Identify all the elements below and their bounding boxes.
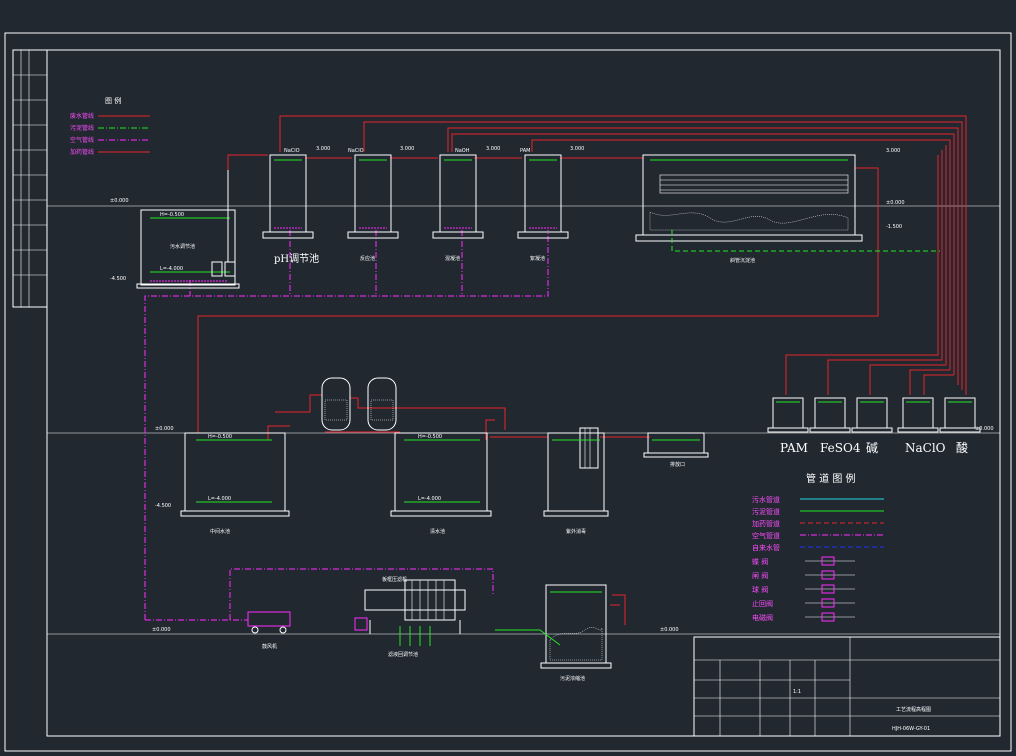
elev-bottom-ground-left: ±0.000 — [152, 627, 171, 633]
top-legend-item-3: 加药管线 — [70, 148, 94, 156]
top-legend-item-1: 污泥管线 — [70, 124, 94, 132]
sludge-tank: 污泥浓缩池 — [495, 584, 626, 682]
pipe-legend-item-2: 加药管道 — [752, 519, 780, 528]
title-block-scale: 1:1 — [793, 689, 801, 695]
collection-tank-hw: H=-0.500 — [160, 212, 184, 218]
chem-tank-4: 酸 — [956, 440, 968, 455]
dosing-tank-3-chem: PAM — [520, 148, 530, 154]
elev-mid-tank-bottom: -4.500 — [155, 503, 171, 509]
clear-tank-name: 清水池 — [430, 528, 445, 535]
chem-tank-1: FeSO4 — [820, 441, 861, 455]
dosing-tank-1-level: 3.000 — [400, 146, 414, 152]
pipe-legend-item-1: 污泥管道 — [752, 507, 780, 516]
title-block-number: HJH-06W-GY-01 — [892, 726, 930, 732]
title-block: 工艺流程高程图 HJH-06W-GY-01 1:1 — [693, 636, 1001, 737]
intermediate-tank-name: 中间水池 — [210, 528, 230, 535]
top-legend-title: 图 例 — [105, 96, 121, 105]
chem-tanks: PAM FeSO4 碱 NaClO 酸 — [767, 397, 981, 455]
sedimentation-tank: 斜管沉淀池 — [635, 154, 940, 264]
clear-tank-lw: L=-4.000 — [418, 496, 441, 502]
dosing-tank-3-name: 絮凝池 — [530, 255, 545, 262]
filter-press: 板框压滤机 滤液回调节池 — [354, 576, 466, 658]
pipe-legend: 管 道 图 例 污水管道 污泥管道 加药管道 空气管道 自来水管 蝶 阀 闸 阀… — [752, 472, 884, 622]
collection-tank-lw: L=-4.000 — [160, 266, 183, 272]
elev-bottom-ground-right: ±0.000 — [660, 627, 679, 633]
blower-name: 鼓风机 — [262, 643, 277, 650]
pipe-legend-item-3: 空气管道 — [752, 531, 780, 540]
filtrate-label: 滤液回调节池 — [388, 651, 418, 658]
sludge-tank-name: 污泥浓缩池 — [560, 675, 585, 682]
uv-channel: 紫外消毒 — [543, 427, 609, 535]
elev-top-ground-right: ±0.000 — [886, 200, 905, 206]
elev-top-ground-left: ±0.000 — [110, 198, 129, 204]
outlet: 排放口 — [643, 432, 709, 468]
dosing-pipes — [197, 115, 967, 440]
dosing-tank-0: NaClO 3.000 pH调节池 — [262, 146, 330, 265]
valve-legend-2: 球 阀 — [752, 585, 768, 594]
pipe-legend-item-4: 自来水管 — [752, 543, 780, 552]
elev-top-right-low: -1.500 — [886, 224, 902, 230]
title-block-title: 工艺流程高程图 — [896, 706, 931, 713]
clear-tank: H=-0.500 L=-4.000 清水池 — [390, 432, 492, 535]
valve-legend-3: 止回阀 — [752, 599, 773, 608]
drawing-frame — [4, 32, 1012, 752]
valve-legend-4: 电磁阀 — [752, 613, 773, 622]
dosing-tank-2-chem: NaOH — [455, 148, 470, 154]
outlet-name: 排放口 — [670, 461, 685, 468]
valve-legend-0: 蝶 阀 — [752, 557, 768, 566]
chem-tank-2: 碱 — [866, 441, 878, 455]
intermediate-tank-lw: L=-4.000 — [208, 496, 231, 502]
dosing-tank-3-level: 3.000 — [570, 146, 584, 152]
filter-vessels — [321, 377, 397, 431]
dosing-tank-2-level: 3.000 — [486, 146, 500, 152]
clear-tank-hw: H=-0.500 — [418, 434, 442, 440]
intermediate-tank-hw: H=-0.500 — [208, 434, 232, 440]
elev-top-tank-bottom: -4.500 — [110, 276, 126, 282]
uv-channel-name: 紫外消毒 — [566, 528, 586, 535]
top-legend: 图 例 废水管线 污泥管线 空气管线 加药管线 — [70, 96, 150, 156]
elev-top-right-high: 3.000 — [886, 148, 900, 154]
dosing-tank-2: NaOH 3.000 混凝池 — [432, 146, 500, 262]
dosing-tank-1-chem: NaClO — [348, 148, 364, 154]
dosing-tank-2-name: 混凝池 — [445, 255, 460, 262]
blower: 鼓风机 — [247, 611, 291, 650]
dosing-tank-1-name: 反应池 — [360, 255, 375, 262]
dosing-tank-1: NaClO 3.000 反应池 — [347, 146, 414, 262]
air-pipes — [144, 230, 549, 621]
chem-tank-3: NaClO — [905, 441, 946, 455]
chem-tank-0: PAM — [780, 441, 808, 455]
top-legend-item-2: 空气管线 — [70, 136, 94, 144]
dosing-tank-0-name: pH调节池 — [274, 252, 319, 265]
top-legend-item-0: 废水管线 — [70, 112, 94, 120]
dosing-tank-3: PAM 3.000 絮凝池 — [517, 146, 584, 262]
valve-legend-1: 闸 阀 — [752, 571, 768, 580]
dosing-tank-0-level: 3.000 — [316, 146, 330, 152]
pipe-legend-item-0: 污水管道 — [752, 495, 780, 504]
pipe-legend-title: 管 道 图 例 — [806, 472, 856, 485]
collection-tank: H=-0.500 L=-4.000 污水调节池 — [136, 170, 240, 289]
elev-mid-ground-left: ±0.000 — [155, 426, 174, 432]
intermediate-tank: H=-0.500 L=-4.000 中间水池 — [180, 432, 290, 535]
filter-press-name: 板框压滤机 — [382, 576, 407, 583]
elev-mid-ground-right: ±0.000 — [975, 426, 994, 432]
collection-tank-name: 污水调节池 — [170, 243, 195, 250]
dosing-tank-0-chem: NaClO — [284, 148, 300, 154]
sedimentation-tank-name: 斜管沉淀池 — [730, 257, 755, 264]
